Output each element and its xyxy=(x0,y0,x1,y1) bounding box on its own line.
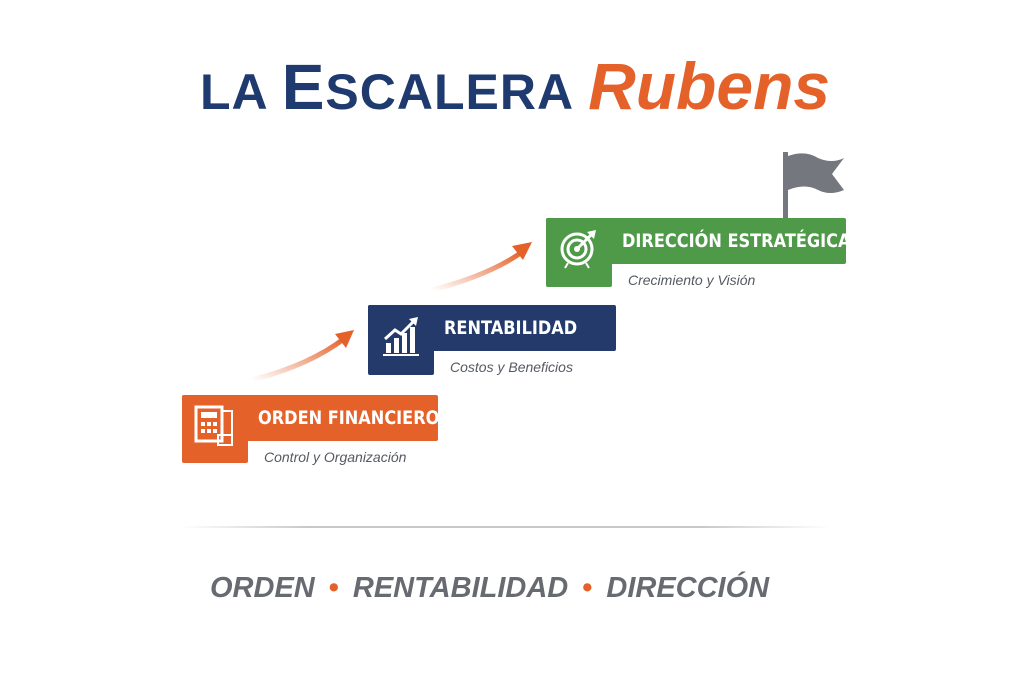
flag-icon xyxy=(783,152,844,220)
arrow-up-icon xyxy=(431,242,532,293)
footer-word: RENTABILIDAD xyxy=(352,572,569,604)
footer-word: ORDEN xyxy=(210,572,315,604)
step-label: RENTABILIDAD xyxy=(444,317,578,339)
target-icon xyxy=(560,230,596,269)
step-subtitle: Costos y Beneficios xyxy=(450,359,573,375)
divider xyxy=(180,526,830,528)
title-la-escalera: LA ESCALERA xyxy=(200,51,575,123)
footer-tagline: ORDEN • RENTABILIDAD • DIRECCIÓN xyxy=(210,572,769,605)
separator-dot: • xyxy=(328,572,339,604)
step-label: DIRECCIÓN ESTRATÉGICA xyxy=(622,230,851,252)
step-subtitle: Control y Organización xyxy=(264,449,407,465)
separator-dot: • xyxy=(582,572,593,604)
calculator-icon xyxy=(194,405,233,446)
step-label: ORDEN FINANCIERO xyxy=(258,407,440,429)
step-direccion-estrategica: DIRECCIÓN ESTRATÉGICA Crecimiento y Visi… xyxy=(546,218,850,288)
footer-word: DIRECCIÓN xyxy=(606,572,770,604)
growth-chart-icon xyxy=(383,317,419,356)
arrow-up-icon xyxy=(251,330,354,383)
step-orden-financiero: ORDEN FINANCIERO Control y Organización xyxy=(182,395,440,465)
step-rentabilidad: RENTABILIDAD Costos y Beneficios xyxy=(368,305,616,375)
title-rubens: Rubens xyxy=(588,49,831,123)
step-subtitle: Crecimiento y Visión xyxy=(628,272,756,288)
